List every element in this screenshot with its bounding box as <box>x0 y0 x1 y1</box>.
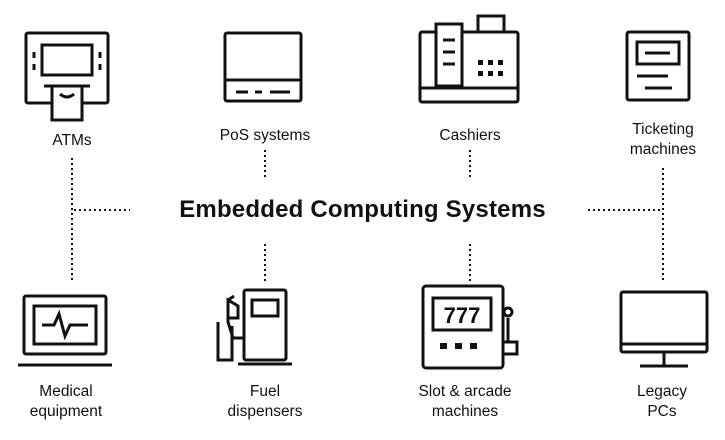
cash-register-icon <box>418 14 520 104</box>
label-cashiers-line1: Cashiers <box>439 127 501 144</box>
label-atms: ATMs <box>20 131 124 151</box>
label-slot-line2: machines <box>431 403 499 420</box>
label-legacy-line1: Legacy <box>637 383 687 400</box>
atm-icon <box>24 31 110 122</box>
label-pos: PoS systems <box>195 126 335 146</box>
slot-machine-icon <box>421 284 519 370</box>
medical-monitor-icon <box>18 294 112 367</box>
connector-lines <box>71 150 664 282</box>
label-pos-line1: PoS systems <box>219 127 311 144</box>
label-fuel: Fuel dispensers <box>205 382 325 422</box>
label-medical-line2: equipment <box>29 403 103 420</box>
label-atms-line1: ATMs <box>52 132 92 149</box>
pos-terminal-icon <box>223 31 303 103</box>
label-cashiers: Cashiers <box>410 126 530 146</box>
slot-reels-text: 777 <box>444 303 481 328</box>
fuel-pump-icon <box>216 288 292 366</box>
label-ticketing: Ticketing machines <box>603 120 723 160</box>
label-legacy: Legacy PCs <box>610 382 714 422</box>
label-fuel-line2: dispensers <box>227 403 303 420</box>
label-ticketing-line2: machines <box>629 141 697 158</box>
label-slot: Slot & arcade machines <box>395 382 535 422</box>
label-fuel-line1: Fuel <box>249 383 281 400</box>
diagram-title: Embedded Computing Systems <box>179 196 546 223</box>
label-medical-line1: Medical <box>39 383 93 400</box>
label-medical: Medical equipment <box>8 382 124 422</box>
ticket-machine-icon <box>625 30 691 102</box>
desktop-monitor-icon <box>619 290 709 368</box>
label-legacy-line2: PCs <box>647 403 677 420</box>
label-slot-line1: Slot & arcade <box>418 383 512 400</box>
label-ticketing-line1: Ticketing <box>632 121 694 138</box>
